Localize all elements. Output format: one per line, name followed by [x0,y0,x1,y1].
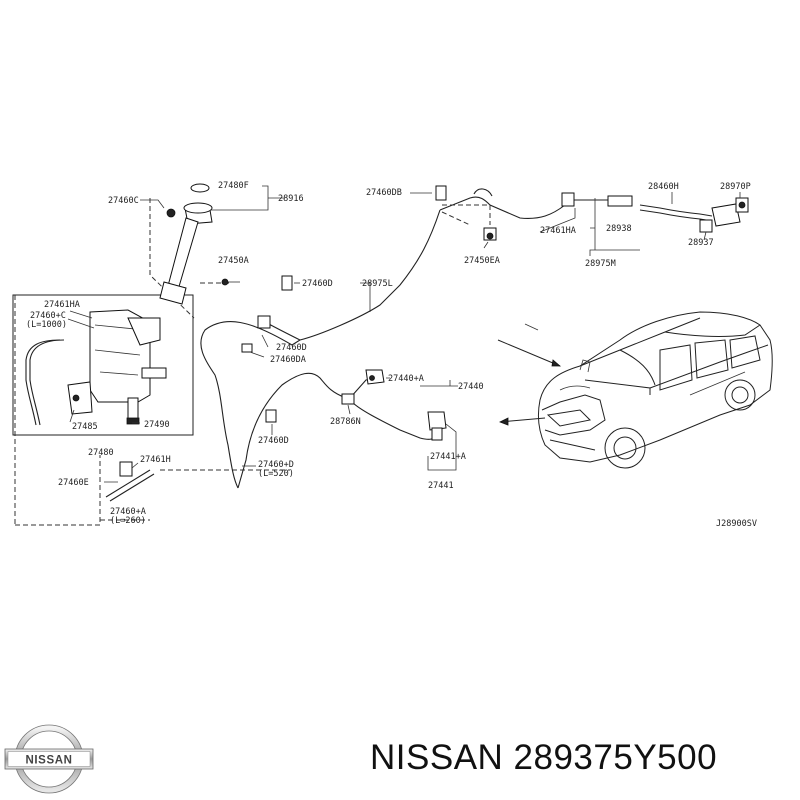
label-27461ha-right: 27461HA [540,226,576,236]
lead-27461ha [67,310,95,329]
label-28937: 28937 [688,238,714,248]
reservoir-dashed-boundary [14,198,230,526]
hose-28460h [639,204,713,217]
label-27460d-mid: 27460D [276,343,307,353]
washer-pump [67,381,93,415]
lead-28938 [589,198,640,256]
label-27440a: 27440+A [388,374,424,384]
label-27480: 27480 [88,448,114,458]
label-28975l: 28975L [362,279,393,289]
label-27460plusd: 27460+D [258,460,294,470]
lead-27460c [140,199,165,209]
lead-28975l [360,282,371,312]
label-28938: 28938 [606,224,632,234]
lead-27461ha-right [539,208,576,233]
label-27485: 27485 [72,422,98,432]
label-27460c-plus: 27460+C [30,311,66,321]
lead-27450ea [483,241,489,249]
connector-28937 [699,219,713,233]
part-number-caption: NISSAN 289375Y500 [370,738,718,777]
lead-27460e [104,462,139,483]
label-28975m: 28975M [585,259,616,269]
reservoir-hose-inner [29,339,65,426]
connector-28970p [711,197,749,227]
label-27460plusa: 27460+A [110,507,146,517]
label-27490: 27490 [144,420,170,430]
main-hose-28975l [200,209,441,489]
nozzle-27440 [365,369,385,385]
pointer-arrowhead-lower [499,417,509,426]
lead-28916 [210,185,285,211]
label-27460db: 27460DB [366,188,402,198]
pointer-small [524,323,539,331]
label-27460da: 27460DA [270,355,306,365]
hose-27460a [105,461,155,502]
label-28460h: 28460H [648,182,679,192]
clip-28786n [341,393,355,405]
vehicle-illustration [537,311,773,469]
label-27480f: 27480F [218,181,249,191]
label-diagram-code: J28900SV [716,519,757,529]
lead-27440 [386,377,458,387]
label-length-1000: (L=1000) [26,320,67,330]
hose-loop [473,188,493,197]
hose-lower-28786n [237,372,441,489]
logo-text: NISSAN [25,755,72,767]
lead-28786n [347,404,351,415]
label-28970p: 28970P [720,182,751,192]
label-27460d-lower: 27460D [258,436,289,446]
label-27441a: 27441+A [430,452,466,462]
label-length-520: (L=520) [258,469,294,479]
hose-upper-right [439,196,615,219]
filler-neck [159,183,213,305]
washer-reservoir [89,309,167,425]
label-27441: 27441 [428,481,454,491]
reservoir-box [12,294,194,436]
label-28916: 28916 [278,194,304,204]
label-27461h: 27461H [140,455,171,465]
label-27440: 27440 [458,382,484,392]
lead-right-group [671,192,741,241]
label-length-260: (L=260) [110,516,146,526]
dashed-upper [441,204,491,226]
label-28786n: 28786N [330,417,361,427]
nissan-logo-icon: NISSAN [4,724,94,794]
reservoir-hose [25,339,61,426]
label-27460c: 27460C [108,196,139,206]
pointer-to-vehicle-upper [497,339,561,367]
label-27460d-upper: 27460D [302,279,333,289]
label-27461ha-left: 27461HA [44,300,80,310]
label-27450ea: 27450EA [464,256,500,266]
hose-28460h-b [639,209,713,222]
nozzle-27441 [427,411,447,441]
lead-27485-27490 [69,409,140,424]
label-27450a: 27450A [218,256,249,266]
lead-27460da [249,334,269,358]
pointer-arrowhead-upper [551,359,562,367]
lead-27441 [427,423,457,471]
hose-clips [241,185,633,423]
label-27460e: 27460E [58,478,89,488]
